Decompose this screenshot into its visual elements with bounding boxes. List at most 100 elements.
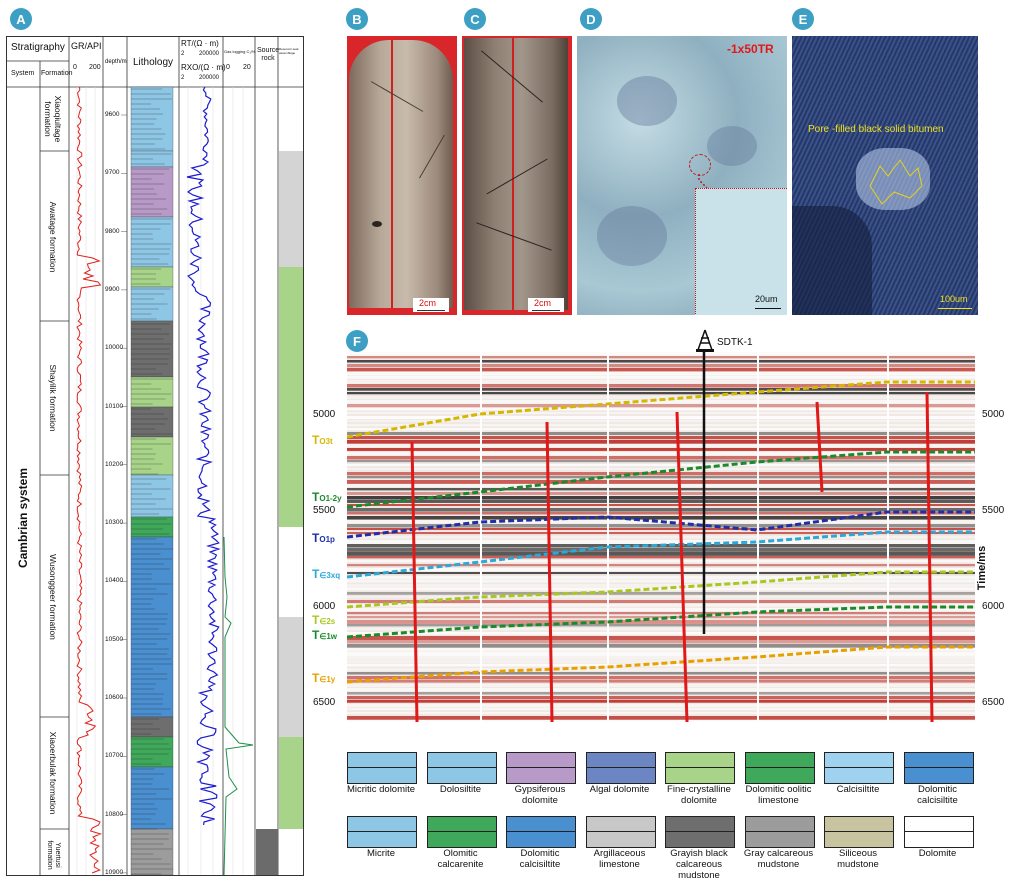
legend-label: Dolomitic calcisiltite (519, 848, 561, 870)
legend-swatch (744, 752, 815, 784)
formation-xiaoqiultage: Xiaoqiultage formation (43, 95, 63, 143)
depth-header: depth/m (105, 59, 127, 65)
panel-e-badge: E (792, 8, 814, 30)
horizon-label: T∈1w (312, 628, 337, 642)
core-photo-c: 2cm (462, 36, 572, 315)
legend-swatch (506, 752, 576, 784)
bitumen-label: Pore -filled black solid bitumen (808, 124, 944, 135)
legend-label: Calcisiltite (836, 784, 880, 795)
time-tick-r: 5500 (982, 505, 1005, 516)
formation-awatage: Awatage formation (48, 201, 58, 273)
depth-label: 10300 (105, 519, 124, 527)
gas-max: 20 (243, 64, 251, 71)
legend-swatch (585, 752, 656, 784)
time-tick-r: 6000 (982, 601, 1005, 612)
legend-label: Grayish black calcareous mudstone (670, 848, 728, 881)
core-c-scale: 2cm (534, 298, 552, 308)
depth-label: 9600 (105, 111, 120, 118)
formation-shayilik: Shayilik formation (48, 364, 58, 432)
thin-section-photo-d: -1x50TR 20um (577, 36, 787, 315)
depth-label: 9700 (105, 169, 120, 177)
legend-swatch (903, 816, 974, 848)
legend-swatch (824, 752, 894, 784)
legend-swatch (744, 816, 815, 848)
depth-label: 10200 (105, 460, 124, 468)
bitumen-outline (869, 159, 923, 205)
thin-section-scale: 20um (755, 294, 778, 304)
legend-label: Dolomite (918, 848, 957, 859)
bitumen-photo-e: Pore -filled black solid bitumen 100um (792, 36, 978, 315)
gr-min: 0 (73, 64, 77, 71)
panel-b-badge: B (346, 8, 368, 30)
horizon-label: TO1-2y (312, 490, 342, 504)
legend-label: Gypsiferous dolomite (514, 784, 566, 806)
legend-swatch (506, 816, 576, 848)
formation-header: Formation (41, 70, 73, 77)
time-tick-r: 6500 (982, 697, 1005, 708)
legend-label: Gray calcareous mudstone (743, 848, 814, 870)
legend-swatch (665, 752, 735, 784)
gr-header: GR/API (71, 41, 102, 51)
horizon-label: T∈1y (312, 671, 336, 685)
formation-xiaoerbulak: Xiaoerbulak formation (48, 731, 58, 815)
rt-min: 2 (181, 51, 185, 57)
well-derrick-icon (696, 329, 714, 352)
legend-swatch (665, 816, 735, 848)
panel-a-badge: A (10, 8, 32, 30)
legend-label: Micritic dolomite (346, 784, 416, 795)
thin-section-label: -1x50TR (727, 42, 774, 56)
legend-label: Argillaceous limestone (593, 848, 646, 870)
horizon-label: T∈2s (312, 613, 336, 627)
well-name: SDTK-1 (717, 337, 753, 348)
legend-swatch (347, 752, 417, 784)
gr-max: 200 (89, 64, 101, 71)
lithology-header: Lithology (133, 57, 174, 68)
legend-label: Micrite (367, 848, 395, 859)
time-tick-l: 5500 (313, 505, 336, 516)
well-log-panel: Stratigraphy System Formation GR/API 0 2… (6, 36, 304, 876)
time-tick-l: 6000 (313, 601, 336, 612)
rxo-min: 2 (181, 75, 185, 81)
depth-label: 10900 (105, 868, 124, 876)
time-tick-l: 6500 (313, 697, 336, 708)
depth-label: 10000 (105, 344, 124, 352)
depth-label: 10800 (105, 810, 124, 818)
legend-swatch (585, 816, 656, 848)
rxo-max: 200000 (199, 75, 220, 81)
cambrian-system-label: Cambrian system (16, 467, 30, 569)
seismic-image (347, 352, 975, 722)
rt-header: RT/(Ω · m) (181, 39, 219, 48)
zoom-connector (698, 174, 708, 189)
gas-header: Gas logging C₁/% (224, 49, 256, 54)
panel-c-badge: C (464, 8, 486, 30)
horizon-label: TO3t (312, 433, 333, 447)
system-header: System (11, 70, 35, 77)
formation-wusonggeer: Wusonggeer formation (48, 554, 58, 640)
seismic-section (347, 352, 975, 722)
panel-f-badge: F (346, 330, 368, 352)
time-axis-title: Time/ms (976, 545, 989, 591)
legend-swatch (824, 816, 894, 848)
legend-swatch (426, 752, 497, 784)
legend-label: Algal dolomite (589, 784, 650, 795)
depth-label: 9900 (105, 285, 120, 293)
stratigraphy-header: Stratigraphy (11, 42, 65, 53)
core-b-scale: 2cm (419, 298, 437, 308)
legend-label: Olomitic calcarenite (437, 848, 484, 870)
legend-swatch (903, 752, 974, 784)
source-rock-header: Source rock (257, 47, 280, 62)
legend-label: Dolomitic calcisiltite (917, 784, 958, 806)
legend-swatch (347, 816, 417, 848)
legend-label: Dolosiltite (439, 784, 482, 795)
well-log-frame (7, 37, 303, 875)
depth-label: 10700 (105, 752, 124, 760)
core-photo-b: 2cm (347, 36, 457, 315)
gas-min: 0 (226, 64, 230, 71)
horizon-label: T∈3xq (312, 567, 341, 581)
bitumen-scale: 100um (940, 294, 968, 304)
depth-label: 9800 (105, 227, 120, 235)
legend-label: Fine-crystalline dolomite (667, 784, 731, 806)
depth-label: 10400 (105, 577, 124, 585)
horizon-label: TO1p (312, 531, 335, 545)
rt-max: 200000 (199, 51, 220, 57)
